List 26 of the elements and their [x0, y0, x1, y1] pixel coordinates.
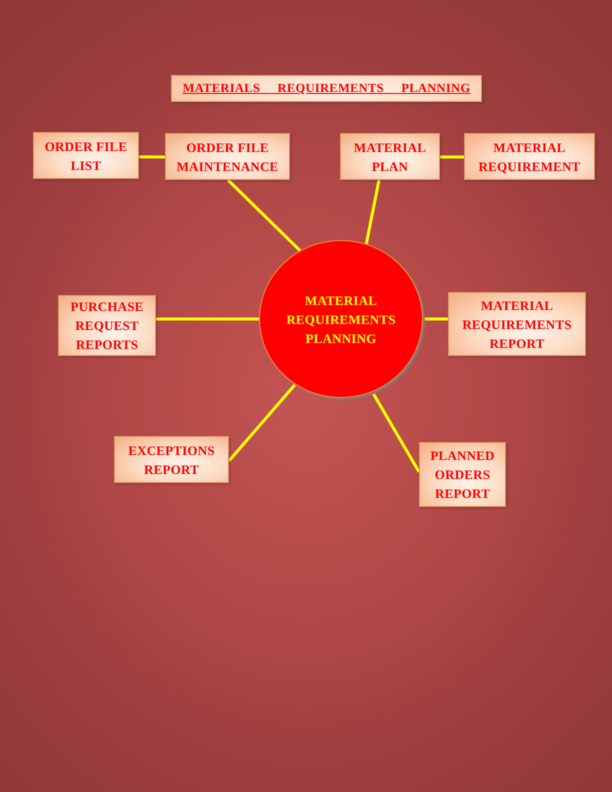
node-label: PLANNED ORDERS REPORT — [429, 447, 496, 503]
process-box — [58, 295, 156, 356]
connector-line — [228, 384, 296, 462]
process-box — [33, 132, 139, 179]
connector-line — [156, 318, 259, 320]
connector-line — [364, 180, 380, 244]
node-label: EXCEPTIONS REPORT — [127, 442, 216, 478]
node-label: MATERIAL REQUIREMENTS PLANNING — [285, 292, 397, 348]
node-label: MATERIAL PLAN — [352, 138, 428, 176]
node-label: ORDER FILE MAINTENANCE — [176, 138, 280, 176]
process-box — [419, 442, 506, 507]
process-box — [114, 436, 229, 483]
node-label: ORDER FILE LIST — [44, 138, 128, 174]
connector-line — [423, 318, 448, 320]
connector-line — [371, 391, 420, 473]
connector-line — [226, 178, 302, 252]
connector-line — [440, 156, 464, 158]
process-box — [165, 133, 290, 180]
process-box — [340, 133, 440, 180]
title-text: MATERIALS REQUIREMENTS PLANNING — [182, 81, 470, 96]
process-box — [464, 133, 595, 180]
node-label: MATERIAL REQUIREMENTS REPORT — [461, 296, 573, 352]
node-label: MATERIAL REQUIREMENT — [478, 138, 582, 176]
node-label: PURCHASE REQUEST REPORTS — [69, 298, 145, 354]
process-box — [448, 292, 586, 356]
connector-line — [139, 155, 165, 158]
